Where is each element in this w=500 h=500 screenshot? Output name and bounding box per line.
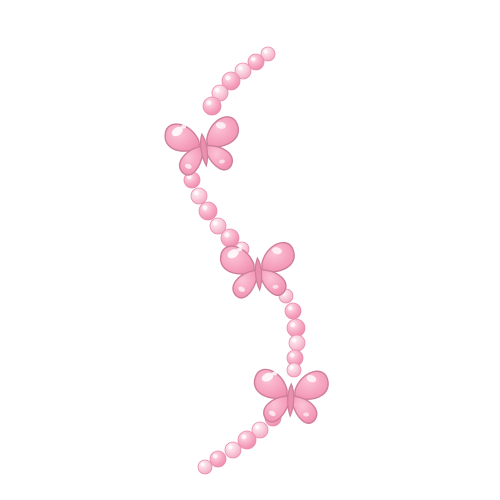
bead-highlight — [237, 65, 243, 71]
bead-highlight — [200, 462, 205, 467]
butterfly-bead-icon — [252, 368, 330, 425]
butterfly-beads-group — [162, 114, 330, 425]
bead-highlight — [206, 100, 212, 106]
bead-highlight — [202, 205, 208, 211]
bead-highlight — [254, 424, 260, 430]
round-beads-group — [183, 46, 306, 475]
bead-highlight — [287, 305, 293, 311]
bead-highlight — [224, 232, 230, 238]
bead-highlight — [193, 190, 199, 196]
round-bead-icon — [286, 318, 306, 338]
butterfly-bead-icon — [162, 114, 245, 179]
round-bead-icon — [209, 450, 227, 468]
round-bead-icon — [286, 362, 302, 378]
bead-highlight — [212, 453, 218, 459]
bead-highlight — [289, 365, 294, 370]
round-bead-icon — [288, 334, 306, 352]
round-bead-icon — [284, 302, 302, 320]
bead-highlight — [250, 56, 256, 62]
bead-highlight — [225, 75, 231, 81]
round-bead-icon — [190, 187, 208, 205]
round-bead-icon — [198, 201, 218, 221]
bead-highlight — [290, 322, 296, 328]
bead-highlight — [212, 220, 218, 226]
bead-highlight — [214, 87, 220, 93]
butterfly-bead-icon — [219, 241, 298, 300]
bead-highlight — [241, 434, 247, 440]
round-bead-icon — [197, 459, 213, 475]
round-bead-icon — [202, 96, 222, 116]
bead-highlight — [289, 352, 295, 358]
bead-highlight — [227, 444, 233, 450]
bead-highlight — [263, 49, 268, 54]
bead-highlight — [186, 174, 192, 180]
round-bead-icon — [224, 441, 242, 459]
round-bead-icon — [237, 430, 257, 450]
bead-highlight — [291, 337, 297, 343]
